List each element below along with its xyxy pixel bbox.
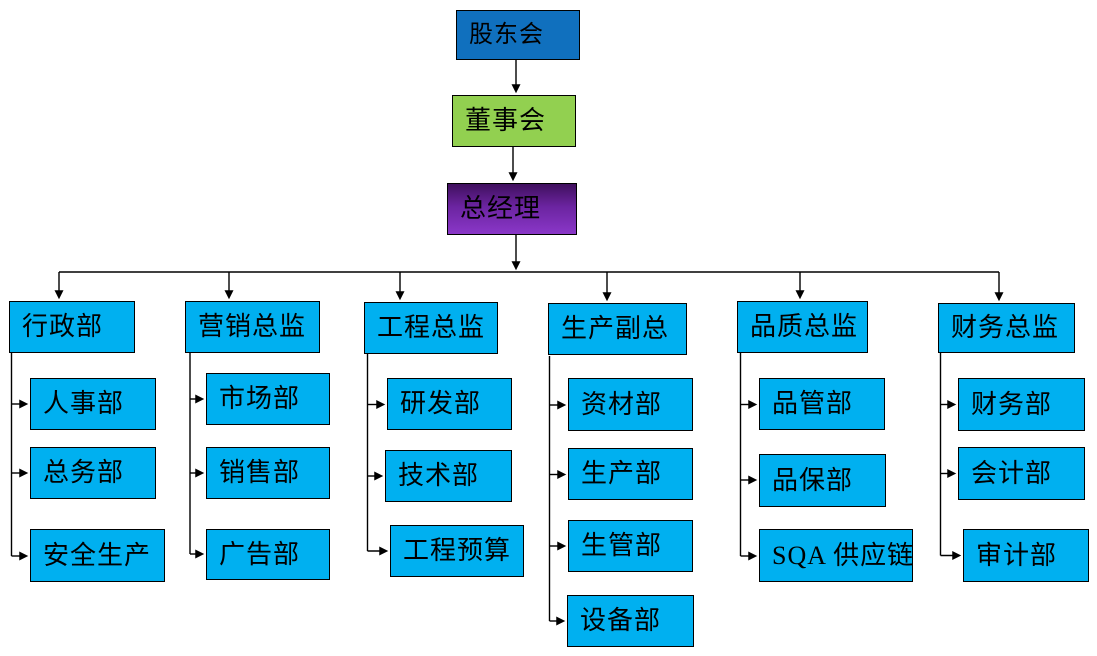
node-hr-dept: 人事部: [30, 378, 156, 430]
branch-finance-director: 财务总监: [938, 303, 1075, 353]
branch-quality-director: 品质总监: [737, 301, 868, 353]
branch-admin-dept: 行政部: [9, 301, 135, 353]
node-audit-dept: 审计部: [963, 529, 1089, 582]
node-board-of-directors: 董事会: [452, 95, 576, 147]
node-general-affairs-dept: 总务部: [30, 447, 156, 499]
node-equipment-dept: 设备部: [567, 595, 694, 647]
node-finance-dept: 财务部: [958, 378, 1085, 431]
node-advertising-dept: 广告部: [206, 529, 330, 580]
branch-production-vp: 生产副总: [548, 303, 687, 355]
branch-engineering-director: 工程总监: [364, 302, 498, 354]
node-safety-production: 安全生产: [30, 529, 165, 582]
node-rd-dept: 研发部: [387, 378, 512, 430]
node-shareholders-meeting: 股东会: [456, 10, 580, 60]
node-engineering-budget: 工程预算: [390, 525, 524, 577]
node-technology-dept: 技术部: [385, 450, 512, 502]
node-production-control-dept: 生管部: [568, 520, 693, 572]
node-general-manager: 总经理: [447, 183, 577, 235]
node-materials-dept: 资材部: [568, 378, 693, 431]
node-quality-assurance-dept: 品保部: [759, 454, 886, 507]
node-market-dept: 市场部: [206, 373, 330, 425]
node-accounting-dept: 会计部: [958, 447, 1085, 500]
branch-marketing-director: 营销总监: [185, 301, 320, 353]
node-production-dept: 生产部: [568, 448, 693, 500]
node-sqa-supply-chain: SQA 供应链: [759, 529, 913, 582]
node-quality-control-dept: 品管部: [759, 378, 885, 430]
node-sales-dept: 销售部: [206, 447, 330, 499]
